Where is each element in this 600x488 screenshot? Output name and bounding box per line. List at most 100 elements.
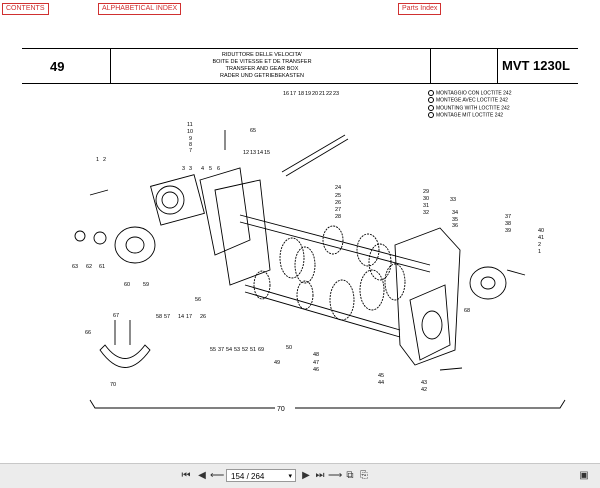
callout-label: 14 <box>178 314 185 320</box>
callout-label: 25 <box>335 193 342 199</box>
callout-label: 67 <box>113 313 120 319</box>
callout-label: 68 <box>464 308 471 314</box>
circle-icon <box>428 104 434 111</box>
callout-label: 17 <box>290 91 297 97</box>
page-selector[interactable]: 154 / 264 ▾ <box>226 469 296 482</box>
callout-label: 55 <box>210 347 217 353</box>
legend-line: MONTAGGIO CON LOCTITE 242 <box>436 90 512 97</box>
callout-label: 45 <box>378 373 385 379</box>
model-name: MVT 1230L <box>502 58 570 73</box>
legend-line: MOUNTING WITH LOCTITE 242 <box>436 104 510 111</box>
callout-label: 22 <box>326 91 333 97</box>
circle-icon <box>428 90 434 96</box>
callout-label: 1 <box>538 249 542 255</box>
callout-label: 60 <box>124 282 131 288</box>
viewer-toolbar: ⏮ ◀ ⟵ 154 / 264 ▾ ▶ ⏭ ⟶ ⧉ ⎘ ▣ <box>0 463 600 488</box>
dimension-label: 70 <box>277 406 285 413</box>
callout-label: 9 <box>189 136 193 142</box>
callout-label: 10 <box>187 129 194 135</box>
exploded-gearbox-drawing: 70 <box>74 130 566 413</box>
callout-label: 35 <box>452 217 459 223</box>
callout-label: 34 <box>452 210 459 216</box>
callout-label: 2 <box>538 242 542 248</box>
callout-label: 28 <box>335 214 342 220</box>
window-icon[interactable]: ▣ <box>579 470 589 481</box>
last-page-icon[interactable]: ⏭ <box>315 470 325 481</box>
chevron-down-icon: ▾ <box>288 473 292 480</box>
callout-label: 52 <box>242 347 249 353</box>
callout-label: 65 <box>250 128 257 134</box>
callout-label: 16 <box>283 91 290 97</box>
section-titles: RIDUTTORE DELLE VELOCITA' BOITE DE VITES… <box>192 52 332 80</box>
callout-label: 31 <box>423 203 430 209</box>
callout-label: 47 <box>313 360 320 366</box>
callout-label: 1 <box>96 157 100 163</box>
callout-label: 17 <box>186 314 193 320</box>
callout-label: 29 <box>423 189 430 195</box>
callout-label: 8 <box>189 142 193 148</box>
callout-label: 4 <box>201 166 205 172</box>
callout-label: 39 <box>505 228 512 234</box>
callout-label: 43 <box>421 380 428 386</box>
circle-icon <box>428 97 434 104</box>
sheet-header: 49 RIDUTTORE DELLE VELOCITA' BOITE DE VI… <box>22 48 578 84</box>
callout-label: 50 <box>286 345 293 351</box>
callout-label: 36 <box>452 223 459 229</box>
copy-icon[interactable]: ⎘ <box>360 470 368 481</box>
previous-page-icon[interactable]: ◀ <box>198 470 206 481</box>
parts-index-link[interactable]: Parts Index <box>398 3 442 15</box>
callout-label: 63 <box>72 264 79 270</box>
page-indicator: 154 / 264 <box>231 472 265 481</box>
callout-label: 49 <box>274 360 281 366</box>
circle-icon <box>428 111 434 118</box>
callout-label: 6 <box>217 166 221 172</box>
callout-label: 46 <box>313 367 320 373</box>
callout-label: 2 <box>103 157 107 163</box>
callout-label: 15 <box>264 150 271 156</box>
callout-label: 58 <box>156 314 163 320</box>
callout-label: 27 <box>335 207 342 213</box>
legend-line: MONTAGE MIT LOCTITE 242 <box>436 112 504 119</box>
back-icon[interactable]: ⟵ <box>210 470 225 481</box>
callout-label: 44 <box>378 380 385 386</box>
callout-label: 62 <box>86 264 93 270</box>
callout-label: 19 <box>305 91 312 97</box>
title-en: TRANSFER AND GEAR BOX <box>225 66 299 72</box>
callout-label: 24 <box>335 185 342 191</box>
callout-label: 13 <box>250 150 257 156</box>
callout-label: 53 <box>234 347 241 353</box>
callout-label: 70 <box>110 382 117 388</box>
callout-label: 5 <box>209 166 213 172</box>
legend-line: MONTEGE AVEC LOCTITE 242 <box>436 97 508 104</box>
title-fr: BOITE DE VITESSE ET DE TRANSFER <box>212 59 312 65</box>
callout-label: 14 <box>257 150 264 156</box>
next-page-icon[interactable]: ▶ <box>302 470 310 481</box>
callout-label: 48 <box>313 352 320 358</box>
callout-label: 56 <box>195 297 202 303</box>
callout-label: 42 <box>421 387 428 393</box>
callout-label: 23 <box>333 91 340 97</box>
callout-label: 59 <box>143 282 150 288</box>
page-number: 49 <box>50 59 65 74</box>
forward-icon[interactable]: ⟶ <box>328 470 343 481</box>
callout-label: 51 <box>250 347 257 353</box>
callout-label: 12 <box>243 150 250 156</box>
first-page-icon[interactable]: ⏮ <box>181 470 191 481</box>
callout-label: 66 <box>85 330 92 336</box>
callout-label: 7 <box>189 148 193 154</box>
alphabetical-index-link[interactable]: ALPHABETICAL INDEX <box>98 3 182 15</box>
callout-label: 3 <box>189 166 193 172</box>
callout-label: 32 <box>423 210 430 216</box>
loctite-legend: MONTAGGIO CON LOCTITE 242 MONTEGE AVEC L… <box>428 90 511 119</box>
callout-label: 38 <box>505 221 512 227</box>
callout-label: 11 <box>187 122 193 128</box>
callout-label: 18 <box>298 91 305 97</box>
callout-label: 20 <box>312 91 319 97</box>
callout-label: 57 <box>164 314 171 320</box>
contents-link[interactable]: CONTENTS <box>2 3 49 15</box>
view-pages-icon[interactable]: ⧉ <box>346 470 354 481</box>
callout-label: 26 <box>335 200 342 206</box>
callout-label: 41 <box>538 235 545 241</box>
title-it: RIDUTTORE DELLE VELOCITA' <box>221 52 303 58</box>
title-de: RADER UND GETRIEBEKASTEN <box>219 73 305 79</box>
